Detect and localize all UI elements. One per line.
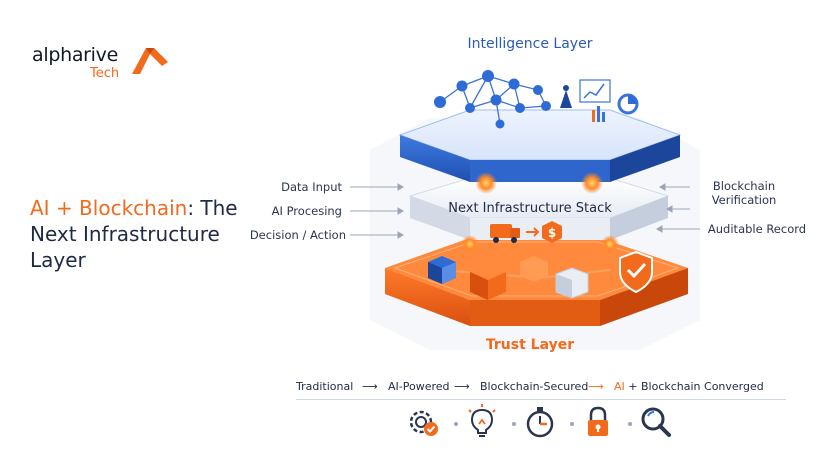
analytics-chart-graphic <box>560 79 639 122</box>
padlock-icon <box>578 402 618 442</box>
title-rest: : The Next Infrastructure Layer <box>30 196 238 272</box>
intelligence-layer-title: Intelligence Layer <box>467 36 593 52</box>
title-highlight: AI + Blockchain <box>30 196 188 220</box>
ai-processing-label: AI Procesing <box>271 204 342 218</box>
evolution-arrow-3: ⟶ <box>588 380 604 393</box>
page-title: AI + Blockchain: The Next Infrastructure… <box>30 195 260 273</box>
stopwatch-icon <box>520 402 560 442</box>
evolution-step-blockchain-secured: Blockchain-Secured <box>480 380 589 393</box>
infrastructure-stack-label: Next Infrastructure Stack <box>448 201 612 216</box>
svg-text:$: $ <box>548 226 556 240</box>
decision-action-label: Decision / Action <box>249 228 346 242</box>
verification-line-1: Blockchain <box>712 179 776 193</box>
verification-line-2: Verification <box>711 193 777 207</box>
gear-check-icon <box>404 402 444 442</box>
evolution-timeline: Traditional ⟶ AI-Powered ⟶ Blockchain-Se… <box>296 378 786 400</box>
data-input-label: Data Input <box>281 180 342 194</box>
separator-dot <box>628 422 632 426</box>
evolution-step-converged: AI + Blockchain Converged <box>614 380 764 393</box>
dollar-badge-icon: $ <box>542 221 562 243</box>
trust-layer-title: Trust Layer <box>485 337 575 353</box>
blockchain-cubes-graphic <box>428 256 611 300</box>
intelligence-layer-slab <box>398 109 682 182</box>
brand-mark-icon <box>132 48 168 74</box>
converged-rest: + Blockchain Converged <box>624 380 764 393</box>
blockchain-verification-label: Blockchain Verification <box>684 179 804 207</box>
feature-icons-row <box>396 402 676 446</box>
evolution-arrow-1: ⟶ <box>362 380 378 393</box>
evolution-step-traditional: Traditional <box>296 380 354 393</box>
brand-sub: Tech <box>90 66 120 81</box>
evolution-arrow-2: ⟶ <box>454 380 470 393</box>
auditable-record-label: Auditable Record <box>707 222 807 236</box>
infrastructure-stack-slab <box>408 177 670 240</box>
converged-highlight: AI <box>614 380 625 393</box>
brand-name: alpharive <box>32 44 118 66</box>
brand-logo: alpharive Tech <box>32 44 182 84</box>
separator-dot <box>454 422 458 426</box>
lightbulb-icon <box>462 402 502 442</box>
magnifier-icon <box>636 402 676 442</box>
truck-icon <box>490 224 520 243</box>
separator-dot <box>570 422 574 426</box>
shield-check-icon <box>619 250 653 294</box>
evolution-divider <box>296 399 786 400</box>
separator-dot <box>512 422 516 426</box>
evolution-step-ai-powered: AI-Powered <box>388 380 450 393</box>
